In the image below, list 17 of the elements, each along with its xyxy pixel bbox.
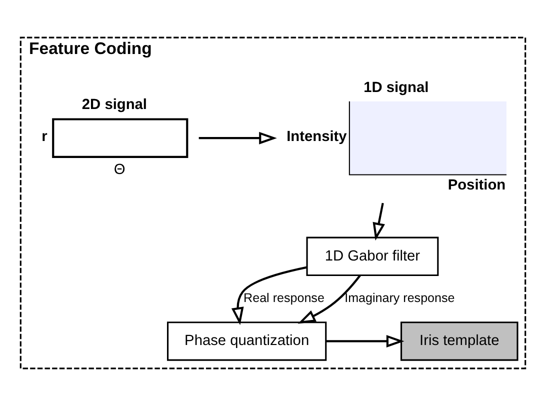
node-box: 1D Gabor filter — [306, 236, 439, 276]
node-label: r — [42, 128, 48, 145]
node-label: 1D signal — [364, 80, 429, 96]
node-label: 2D signal — [82, 96, 148, 113]
arrow — [372, 202, 385, 241]
node-label: Position — [448, 178, 506, 194]
edge-label: Real response — [244, 291, 324, 306]
arrow — [326, 334, 404, 348]
node-label: Intensity — [286, 128, 347, 145]
arrow — [198, 132, 277, 144]
edge-label: Imaginary response — [344, 291, 455, 306]
node-label: Θ — [114, 162, 126, 178]
node-box: Phase quantization — [166, 322, 327, 361]
node-box — [52, 118, 188, 158]
arrow — [231, 266, 308, 326]
node-box: Iris template — [400, 322, 518, 361]
arrow — [298, 274, 361, 324]
